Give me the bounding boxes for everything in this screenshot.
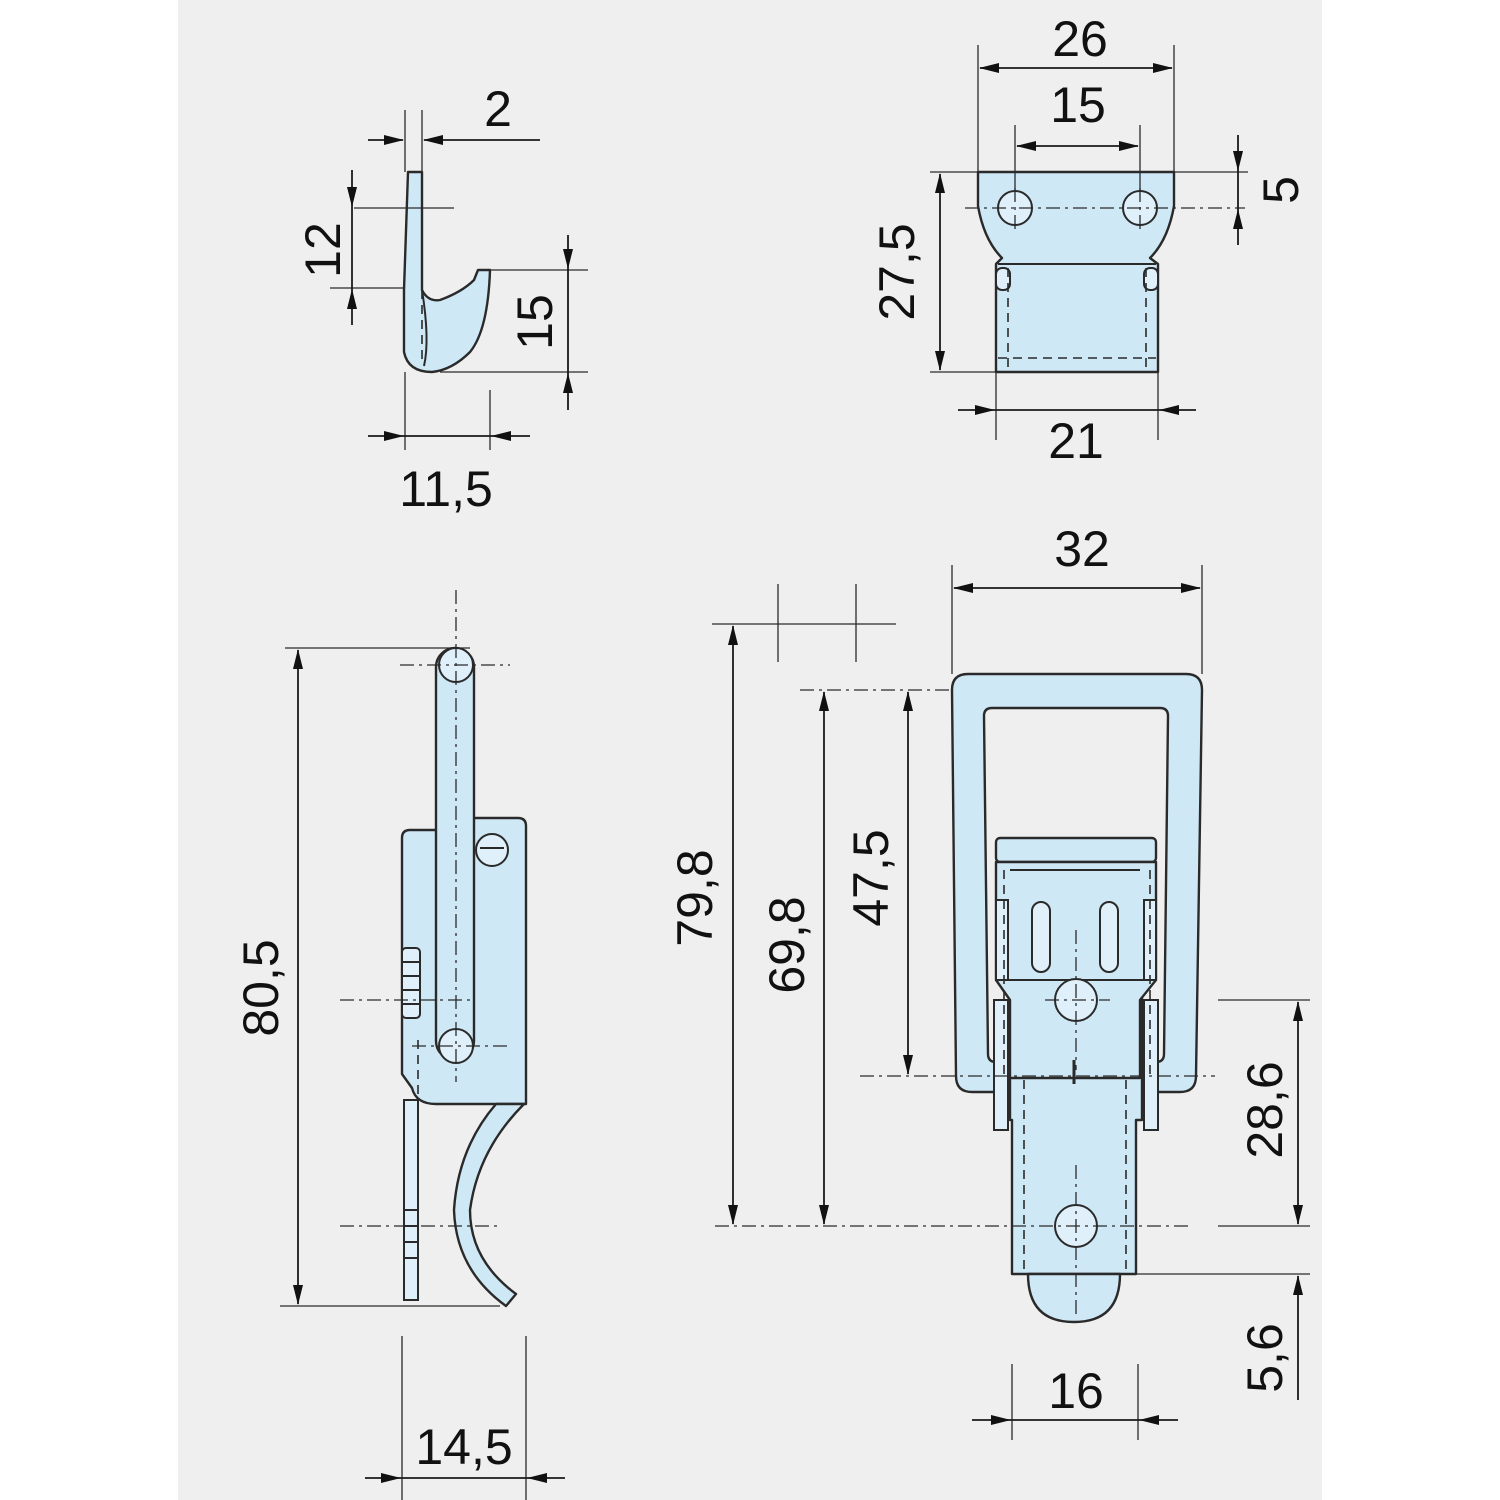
dim-width-label: 11,5 [399, 461, 493, 517]
lever-slot-right [1099, 901, 1119, 973]
dim-total-height-label: 79,8 [667, 849, 723, 946]
rivet-side [475, 833, 509, 867]
dim-hole-to-top-label: 69,8 [759, 896, 815, 993]
dim-tip-label: 5,6 [1237, 1323, 1293, 1393]
latch-side-view: 80,5 14,5 [233, 590, 565, 1500]
base-plate-edge [403, 1099, 419, 1301]
latch-plate-tip [1026, 1272, 1122, 1324]
dim-thickness-label: 2 [484, 81, 512, 137]
dim-latch-depth-label: 14,5 [415, 1419, 512, 1475]
latch-front-view: 32 79,8 69,8 47,5 28,6 5,6 16 [667, 521, 1310, 1440]
latch-side-bail [434, 646, 476, 1062]
dim-height-top-label: 12 [295, 222, 351, 278]
dim-hole-spacing-label: 15 [1050, 77, 1106, 133]
lever-slot-left [1031, 901, 1051, 973]
dim-hole-offset-label: 5 [1253, 176, 1309, 204]
hook-side-view: 2 12 15 11,5 [295, 81, 588, 517]
dim-hole-spacing-v-label: 28,6 [1237, 1061, 1293, 1158]
dim-frame-width-label: 32 [1054, 521, 1110, 577]
latch-lever-top [994, 836, 1158, 864]
dim-frame-height-label: 47,5 [843, 829, 899, 926]
dim-plate-width-label: 16 [1048, 1363, 1104, 1419]
dim-latch-length-label: 80,5 [233, 939, 289, 1036]
hook-front-view: 26 15 5 27,5 21 [869, 11, 1309, 469]
hook-fold-edge [421, 289, 428, 367]
dim-base-width-label: 21 [1048, 413, 1104, 469]
dim-hook-depth-label: 15 [507, 294, 563, 350]
dim-overall-width-label: 26 [1052, 11, 1108, 67]
dim-hook-height-label: 27,5 [869, 223, 925, 320]
latch-lever-curve [452, 1102, 526, 1308]
hinge-knuckle-top [401, 947, 421, 1019]
